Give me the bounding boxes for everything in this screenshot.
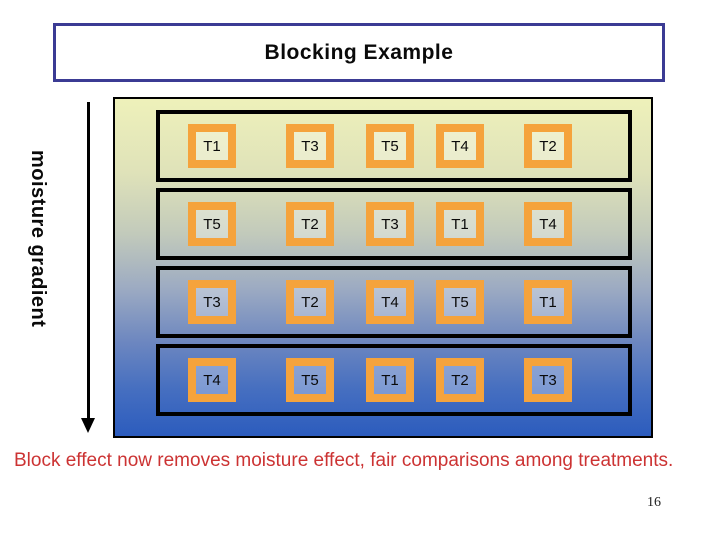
treatment-cell: T4	[188, 358, 236, 402]
block-row-4	[156, 344, 632, 416]
treatment-cell: T4	[366, 280, 414, 324]
block-row-1	[156, 110, 632, 182]
treatment-cell: T1	[436, 202, 484, 246]
caption-text: Block effect now removes moisture effect…	[14, 450, 674, 471]
treatment-cell: T4	[524, 202, 572, 246]
treatment-cell: T3	[366, 202, 414, 246]
slide-title-box: Blocking Example	[53, 23, 665, 82]
moisture-gradient-label: moisture gradient	[27, 150, 49, 328]
treatment-cell: T3	[286, 124, 334, 168]
treatment-cell: T5	[188, 202, 236, 246]
treatment-cell: T1	[524, 280, 572, 324]
treatment-cell: T2	[436, 358, 484, 402]
gradient-arrow-shaft	[87, 102, 90, 418]
page-number: 16	[647, 495, 661, 510]
treatment-cell: T3	[524, 358, 572, 402]
block-row-3	[156, 266, 632, 338]
treatment-cell: T4	[436, 124, 484, 168]
treatment-cell: T2	[286, 202, 334, 246]
treatment-cell: T5	[286, 358, 334, 402]
field-diagram: T1 T3 T5 T4 T2 T5 T2 T3 T1 T4 T3 T2 T4 T…	[113, 97, 653, 438]
treatment-cell: T2	[286, 280, 334, 324]
arrow-down-icon	[81, 418, 95, 433]
treatment-cell: T5	[436, 280, 484, 324]
treatment-cell: T3	[188, 280, 236, 324]
treatment-cell: T2	[524, 124, 572, 168]
treatment-cell: T1	[366, 358, 414, 402]
block-row-2	[156, 188, 632, 260]
slide-title: Blocking Example	[264, 40, 454, 64]
treatment-cell: T1	[188, 124, 236, 168]
treatment-cell: T5	[366, 124, 414, 168]
